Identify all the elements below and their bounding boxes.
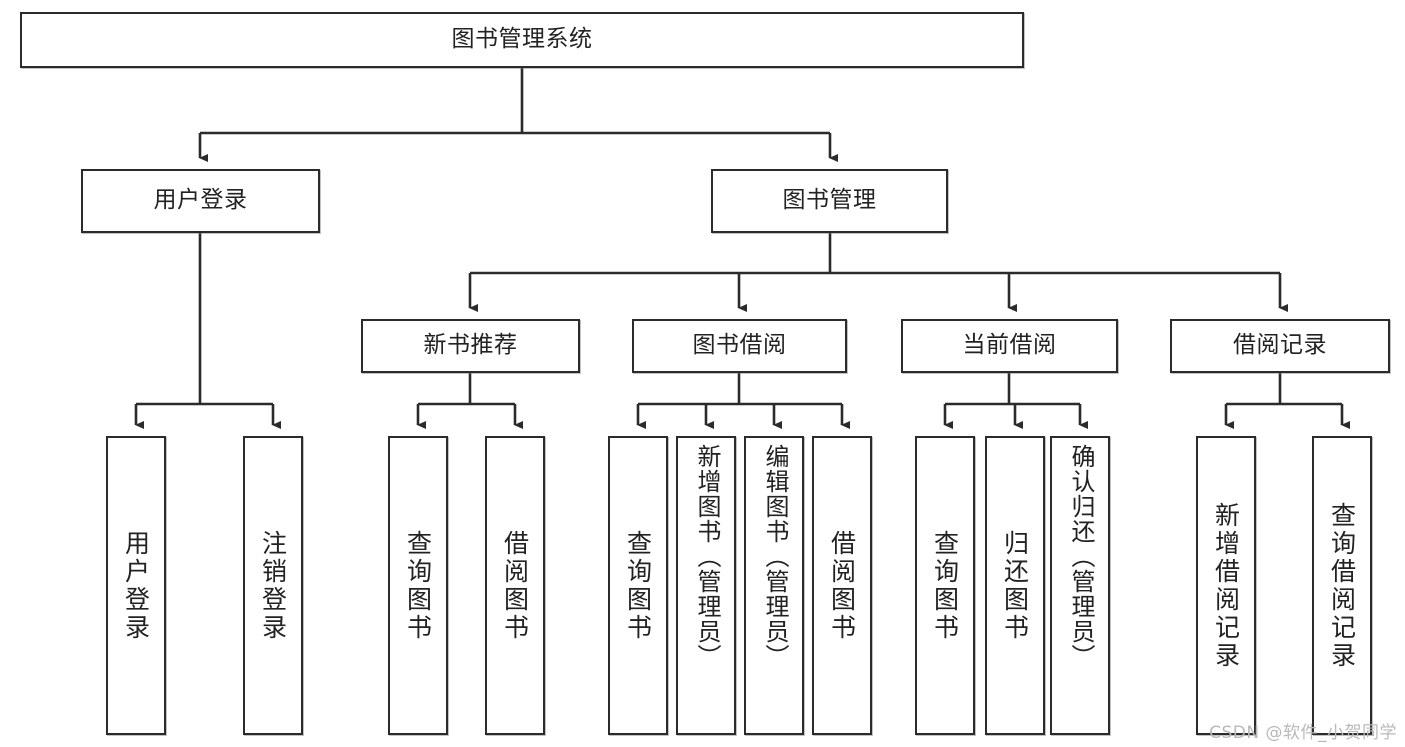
node-new-book-rec[interactable]: 新书推荐 [361,319,580,373]
node-leaf-add-record[interactable]: 新增借阅记录 [1196,436,1256,735]
node-leaf-return-book-label: 归还图书 [1000,529,1030,642]
node-leaf-borrow-book-rec-label: 借阅图书 [500,529,530,642]
node-leaf-edit-book-label: 编辑图书（管理员） [760,444,789,669]
node-root-label: 图书管理系统 [451,26,593,53]
node-leaf-query-record[interactable]: 查询借阅记录 [1312,436,1372,735]
node-borrow-record-label: 借阅记录 [1233,332,1327,359]
node-new-book-rec-label: 新书推荐 [423,332,518,359]
node-leaf-query-book-borrow-label: 查询图书 [623,529,653,642]
node-book-manage[interactable]: 图书管理 [711,169,948,233]
node-user-login-label: 用户登录 [153,187,248,214]
node-leaf-confirm-return-label: 确认归还（管理员） [1066,444,1095,669]
node-leaf-edit-book[interactable]: 编辑图书（管理员） [744,436,804,735]
node-book-borrow-label: 图书借阅 [692,332,787,359]
node-book-borrow[interactable]: 图书借阅 [632,319,847,373]
node-leaf-logout-label: 注销登录 [258,529,288,642]
node-user-login[interactable]: 用户登录 [81,169,320,233]
node-leaf-add-book[interactable]: 新增图书（管理员） [676,436,736,735]
node-leaf-add-book-label: 新增图书（管理员） [692,444,721,669]
node-book-manage-label: 图书管理 [782,187,877,214]
node-leaf-query-book-rec-label: 查询图书 [403,529,433,642]
node-leaf-query-book-cur[interactable]: 查询图书 [915,436,975,735]
node-leaf-borrow-book[interactable]: 借阅图书 [812,436,872,735]
node-current-borrow-label: 当前借阅 [962,332,1057,359]
node-leaf-add-record-label: 新增借阅记录 [1211,501,1241,670]
node-leaf-user-login-label: 用户登录 [121,529,151,642]
node-leaf-borrow-book-label: 借阅图书 [827,529,857,642]
node-root[interactable]: 图书管理系统 [20,12,1024,68]
node-leaf-query-record-label: 查询借阅记录 [1327,501,1357,670]
csdn-watermark: CSDN @软件_小贺同学 [1209,723,1397,743]
node-leaf-logout[interactable]: 注销登录 [243,436,303,735]
node-leaf-borrow-book-rec[interactable]: 借阅图书 [485,436,545,735]
node-current-borrow[interactable]: 当前借阅 [901,319,1118,373]
node-leaf-query-book-borrow[interactable]: 查询图书 [608,436,668,735]
node-borrow-record[interactable]: 借阅记录 [1170,319,1390,373]
node-leaf-confirm-return[interactable]: 确认归还（管理员） [1050,436,1110,735]
node-leaf-user-login[interactable]: 用户登录 [106,436,166,735]
node-leaf-query-book-rec[interactable]: 查询图书 [388,436,448,735]
node-leaf-return-book[interactable]: 归还图书 [985,436,1045,735]
node-leaf-query-book-cur-label: 查询图书 [930,529,960,642]
